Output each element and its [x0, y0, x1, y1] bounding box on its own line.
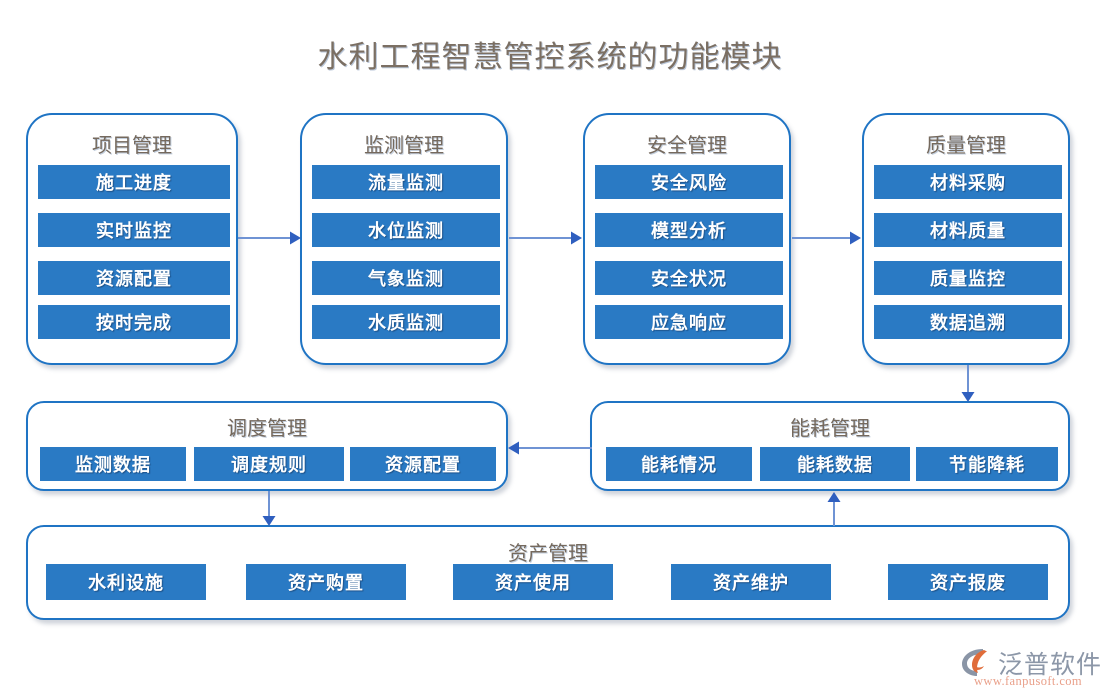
connector-arrow-scheduling-to-asset: [258, 491, 280, 527]
module-item[interactable]: 资产维护: [671, 564, 831, 600]
connector-arrow-safety-to-quality: [792, 227, 862, 249]
connector-arrow-quality-to-energy: [957, 365, 979, 403]
brand-name: 泛普软件: [998, 652, 1100, 679]
module-item[interactable]: 应急响应: [595, 305, 783, 339]
module-card-monitoring-management[interactable]: 监测管理 流量监测 水位监测 气象监测 水质监测: [300, 113, 508, 365]
module-item[interactable]: 水利设施: [46, 564, 206, 600]
page-title: 水利工程智慧管控系统的功能模块: [317, 41, 783, 74]
card-title: 项目管理: [92, 135, 172, 157]
module-item[interactable]: 能耗情况: [606, 447, 752, 481]
module-item[interactable]: 流量监测: [312, 165, 500, 199]
brand-logo: 泛普软件 www.fanpusoft.com: [960, 645, 1100, 693]
module-card-quality-management[interactable]: 质量管理 材料采购 材料质量 质量监控 数据追溯: [862, 113, 1070, 365]
module-item[interactable]: 资源配置: [350, 447, 496, 481]
module-item[interactable]: 调度规则: [194, 447, 344, 481]
module-card-safety-management[interactable]: 安全管理 安全风险 模型分析 安全状况 应急响应: [583, 113, 791, 365]
module-item[interactable]: 水位监测: [312, 213, 500, 247]
connector-arrow-energy-to-scheduling: [506, 437, 592, 459]
module-item[interactable]: 气象监测: [312, 261, 500, 295]
module-item[interactable]: 水质监测: [312, 305, 500, 339]
connector-arrow-project-to-monitoring: [238, 227, 302, 249]
connector-arrow-monitoring-to-safety: [509, 227, 583, 249]
module-item[interactable]: 能耗数据: [760, 447, 910, 481]
module-item[interactable]: 材料采购: [874, 165, 1062, 199]
module-item[interactable]: 资产使用: [453, 564, 613, 600]
module-item[interactable]: 施工进度: [38, 165, 230, 199]
module-item[interactable]: 监测数据: [40, 447, 186, 481]
fanpu-swoosh-icon: [960, 647, 996, 677]
card-title: 能耗管理: [790, 418, 870, 440]
module-item[interactable]: 节能降耗: [916, 447, 1058, 481]
card-title: 监测管理: [364, 135, 444, 157]
module-item[interactable]: 安全状况: [595, 261, 783, 295]
brand-url: www.fanpusoft.com: [974, 674, 1083, 688]
module-item[interactable]: 材料质量: [874, 213, 1062, 247]
card-title: 资产管理: [508, 543, 588, 565]
module-item[interactable]: 安全风险: [595, 165, 783, 199]
module-card-scheduling-management[interactable]: 调度管理 监测数据 调度规则 资源配置: [26, 401, 508, 491]
card-title: 调度管理: [227, 418, 307, 440]
module-item[interactable]: 质量监控: [874, 261, 1062, 295]
module-item[interactable]: 资产购置: [246, 564, 406, 600]
module-card-energy-management[interactable]: 能耗管理 能耗情况 能耗数据 节能降耗: [590, 401, 1070, 491]
module-item[interactable]: 资源配置: [38, 261, 230, 295]
module-item[interactable]: 数据追溯: [874, 305, 1062, 339]
module-item[interactable]: 实时监控: [38, 213, 230, 247]
module-card-project-management[interactable]: 项目管理 施工进度 实时监控 资源配置 按时完成: [26, 113, 238, 365]
connector-arrow-asset-to-energy: [823, 491, 845, 527]
card-title: 质量管理: [926, 135, 1006, 157]
module-item[interactable]: 按时完成: [38, 305, 230, 339]
card-title: 安全管理: [647, 135, 727, 157]
module-card-asset-management[interactable]: 资产管理 水利设施 资产购置 资产使用 资产维护 资产报废: [26, 525, 1070, 620]
module-item[interactable]: 模型分析: [595, 213, 783, 247]
module-item[interactable]: 资产报废: [888, 564, 1048, 600]
